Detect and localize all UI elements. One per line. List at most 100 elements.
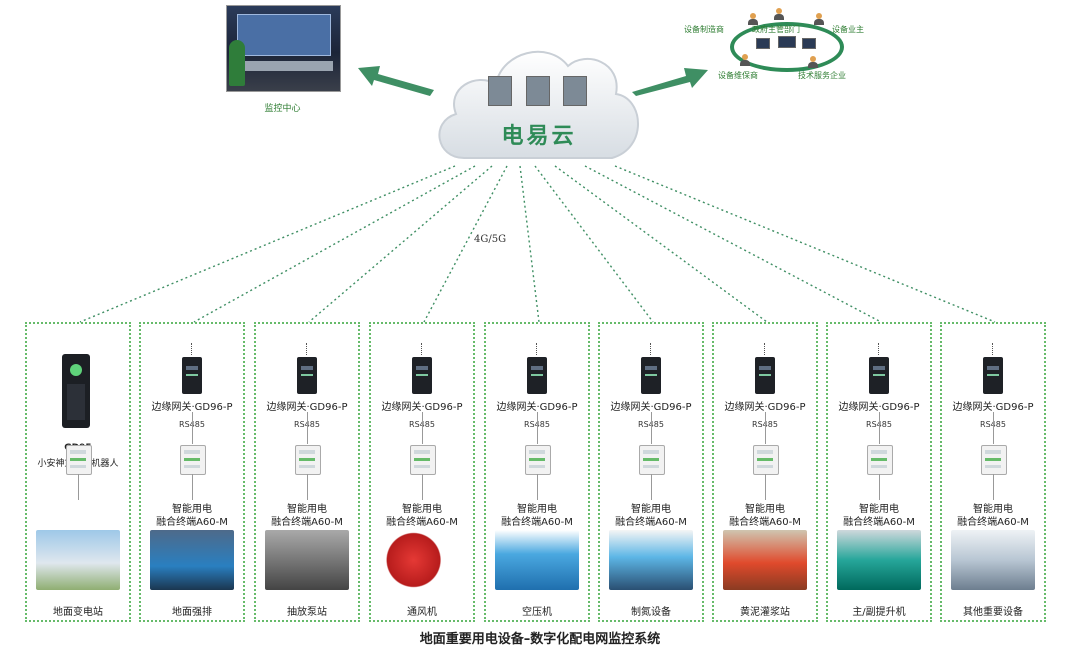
network-label: 4G/5G: [474, 234, 507, 245]
arrow-right-icon: [632, 68, 708, 96]
gateway-label: 边缘网关·GD96-P: [496, 402, 578, 413]
site-box-8: [826, 322, 932, 622]
network-link-3: [308, 165, 493, 323]
monitor-icon: [802, 38, 816, 49]
equipment-photo-6: [609, 530, 693, 590]
terminal-label: 智能用电融合终端A60-M: [843, 504, 915, 528]
gateway-label: 边缘网关·GD96-P: [952, 402, 1034, 413]
monitor-center-label: 监控中心: [264, 104, 301, 114]
terminal-label: 智能用电融合终端A60-M: [729, 504, 801, 528]
antenna-icon: [650, 343, 652, 355]
terminal-connector: [307, 474, 308, 500]
terminal-device: [410, 445, 436, 475]
antenna-icon: [992, 343, 994, 355]
network-link-5: [519, 165, 540, 323]
equipment-photo-5: [495, 530, 579, 590]
terminal-device: [180, 445, 206, 475]
diagram-caption: 地面重要用电设备–数字化配电网监控系统: [419, 632, 661, 647]
site-box-2: [139, 322, 245, 622]
gateway-label: 边缘网关·GD96-P: [151, 402, 233, 413]
site-label-2: 地面强排: [172, 607, 212, 618]
bus-connector: [993, 412, 994, 444]
gateway-device: [182, 357, 202, 394]
bus-connector: [307, 412, 308, 444]
person-icon: [814, 13, 824, 25]
terminal-label: 智能用电融合终端A60-M: [501, 504, 573, 528]
site-label-7: 黄泥灌浆站: [740, 607, 790, 618]
antenna-icon: [536, 343, 538, 355]
gateway-device: [527, 357, 547, 394]
person-icon: [748, 13, 758, 25]
site-label-9: 其他重要设备: [963, 607, 1023, 618]
gateway-device: [869, 357, 889, 394]
site-box-1: [25, 322, 131, 622]
terminal-connector: [78, 474, 79, 500]
site-label-5: 空压机: [522, 607, 552, 618]
antenna-icon: [421, 343, 423, 355]
bus-connector: [651, 412, 652, 444]
site-label-6: 制氮设备: [631, 607, 671, 618]
terminal-device: [867, 445, 893, 475]
bus-connector: [537, 412, 538, 444]
site-box-5: [484, 322, 590, 622]
bus-connector: [765, 412, 766, 444]
equipment-photo-2: [150, 530, 234, 590]
gateway-device: [297, 357, 317, 394]
terminal-label: 智能用电融合终端A60-M: [156, 504, 228, 528]
equipment-photo-7: [723, 530, 807, 590]
terminal-connector: [879, 474, 880, 500]
site-box-4: [369, 322, 475, 622]
terminal-connector: [537, 474, 538, 500]
bus-connector: [422, 412, 423, 444]
terminal-device: [639, 445, 665, 475]
site-label-1: 地面变电站: [53, 607, 103, 618]
terminal-label: 智能用电融合终端A60-M: [957, 504, 1029, 528]
network-link-9: [614, 165, 996, 323]
terminal-connector: [192, 474, 193, 500]
terminal-device: [981, 445, 1007, 475]
equipment-photo-4: [380, 530, 464, 590]
robot-device: [62, 354, 90, 428]
gateway-label: 边缘网关·GD96-P: [381, 402, 463, 413]
network-link-2: [193, 165, 476, 323]
equipment-photo-1: [36, 530, 120, 590]
stakeholder-maintainer: 设备维保商: [718, 71, 758, 80]
terminal-connector: [651, 474, 652, 500]
terminal-device: [66, 445, 92, 475]
monitor-center-photo: [226, 5, 341, 92]
person-icon: [808, 56, 818, 68]
server-icon: [526, 76, 550, 106]
gateway-device: [983, 357, 1003, 394]
equipment-photo-8: [837, 530, 921, 590]
site-label-8: 主/副提升机: [852, 607, 906, 618]
terminal-label: 智能用电融合终端A60-M: [386, 504, 458, 528]
stakeholder-manufacturer: 设备制造商: [684, 25, 724, 34]
gateway-device: [641, 357, 661, 394]
site-box-3: [254, 322, 360, 622]
gateway-label: 边缘网关·GD96-P: [724, 402, 806, 413]
antenna-icon: [306, 343, 308, 355]
person-icon: [740, 54, 750, 66]
terminal-label: 智能用电融合终端A60-M: [615, 504, 687, 528]
person-icon: [774, 8, 784, 20]
network-link-7: [554, 165, 768, 323]
gateway-label: 边缘网关·GD96-P: [838, 402, 920, 413]
equipment-photo-9: [951, 530, 1035, 590]
terminal-label: 智能用电融合终端A60-M: [271, 504, 343, 528]
stakeholder-owner: 设备业主: [832, 25, 864, 34]
server-icon: [488, 76, 512, 106]
stakeholder-government: 政府主管部门: [752, 25, 800, 34]
server-icon: [563, 76, 587, 106]
terminal-connector: [765, 474, 766, 500]
stakeholder-service: 技术服务企业: [798, 71, 846, 80]
bus-connector: [879, 412, 880, 444]
gateway-device: [412, 357, 432, 394]
network-link-8: [584, 165, 882, 323]
terminal-device: [295, 445, 321, 475]
arrow-left-icon: [358, 66, 434, 96]
gateway-label: 边缘网关·GD96-P: [610, 402, 692, 413]
gateway-label: 边缘网关·GD96-P: [266, 402, 348, 413]
antenna-icon: [191, 343, 193, 355]
terminal-connector: [993, 474, 994, 500]
tablet-icon: [756, 38, 770, 49]
